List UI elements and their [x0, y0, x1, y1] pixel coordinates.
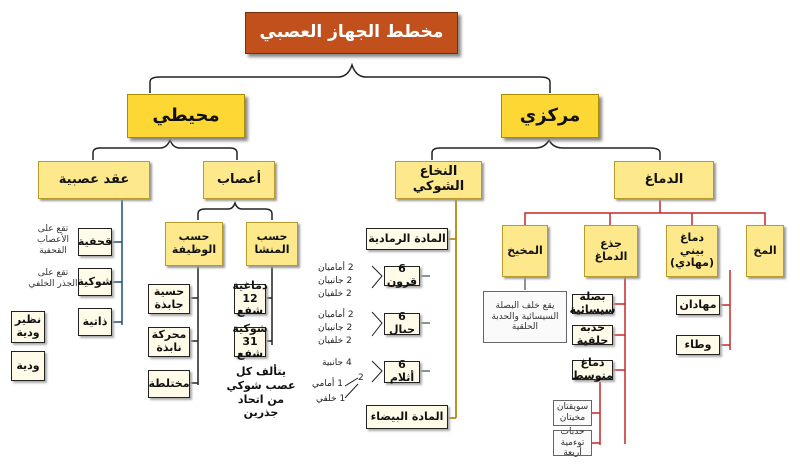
diagram-title: مخطط الجهاز العصبي [245, 12, 458, 54]
nerve-cranial-count: دماغية 12 شفع [232, 279, 268, 318]
nerve-sensory: حسية جابذة [148, 284, 190, 314]
ganglia-autonomic: ذاتية [78, 308, 112, 336]
horns-detail-3: 2 خلفيان [318, 289, 352, 299]
tracts-count: 2 [358, 373, 364, 383]
brain-node: الدماغ [614, 161, 714, 199]
nerves-by-function: حسب الوظيفة [165, 222, 223, 266]
ganglia-sympathetic: ودية [11, 351, 45, 381]
spinal-nerve-note: يتألف كل عصب شوكي من اتحاد جذرين [226, 365, 296, 420]
cords-detail-3: 2 خلفيان [318, 336, 352, 346]
brainstem-node: جذع الدماغ [584, 225, 638, 277]
pons-node: حدبة حلقية [572, 322, 613, 347]
tracts-detail-1: 4 جانبية [322, 358, 352, 368]
ganglia-parasympathetic: نظير ودية [11, 311, 45, 343]
cerebrum-node: المخ [746, 225, 784, 277]
spinal-cord-node: النخاع الشوكي [395, 161, 482, 199]
white-matter: المادة البيضاء [366, 405, 448, 429]
peripheral-node: محيطي [127, 94, 245, 138]
nerve-motor: محركة نابذة [148, 327, 190, 357]
medulla-node: بصلة سيسائية [569, 290, 616, 316]
horns-detail-2: 2 جانبيان [318, 276, 353, 286]
hypothalamus-node: وطاء [676, 335, 720, 355]
central-node: مركزي [501, 94, 599, 138]
tracts-detail-2: 1 أمامي [312, 379, 343, 389]
ganglia-node: عقد عصبية [38, 161, 150, 199]
ganglia-spinal: شوكية [77, 268, 113, 296]
nerves-node: أعصاب [203, 161, 275, 199]
thalamus-node: مهادان [676, 295, 720, 315]
tracts-node: 6 أثلام [384, 359, 420, 384]
ganglia-cranial: قحفية [78, 228, 112, 256]
nerves-by-origin: حسب المنشا [246, 222, 298, 266]
gray-matter: المادة الرمادية [366, 228, 448, 250]
nerve-mixed: مختلطة [148, 370, 190, 398]
nerve-spinal-count: شوكية 31 شفع [232, 322, 268, 361]
tracts-detail-3: 1 خلفي [316, 394, 346, 404]
ganglia-cranial-note: تقع على الأعصاب القحفية [36, 224, 70, 256]
cords-detail-2: 2 جانبيان [318, 323, 353, 333]
cerebellum-node: المخيخ [502, 225, 548, 277]
quadrigeminal-bodies: حدبات توءمية أربعة [553, 427, 592, 458]
cerebral-peduncles: سويقتان مخيتان [553, 400, 592, 426]
diencephalon-node: دماغ بيني (مهادي) [666, 225, 718, 277]
horns-detail-1: 2 أماميان [318, 263, 354, 273]
horns-node: 6 قرون [384, 263, 420, 288]
ganglia-spinal-note: تقع على الجذر الخلفي [28, 268, 78, 289]
cords-detail-1: 2 أماميان [318, 310, 354, 320]
cerebellum-note: يقع خلف البصلة السيسائية والحدبة الحلقية [483, 291, 567, 343]
midbrain-node: دماغ متوسط [572, 356, 613, 382]
cords-node: 6 حبال [384, 311, 420, 336]
